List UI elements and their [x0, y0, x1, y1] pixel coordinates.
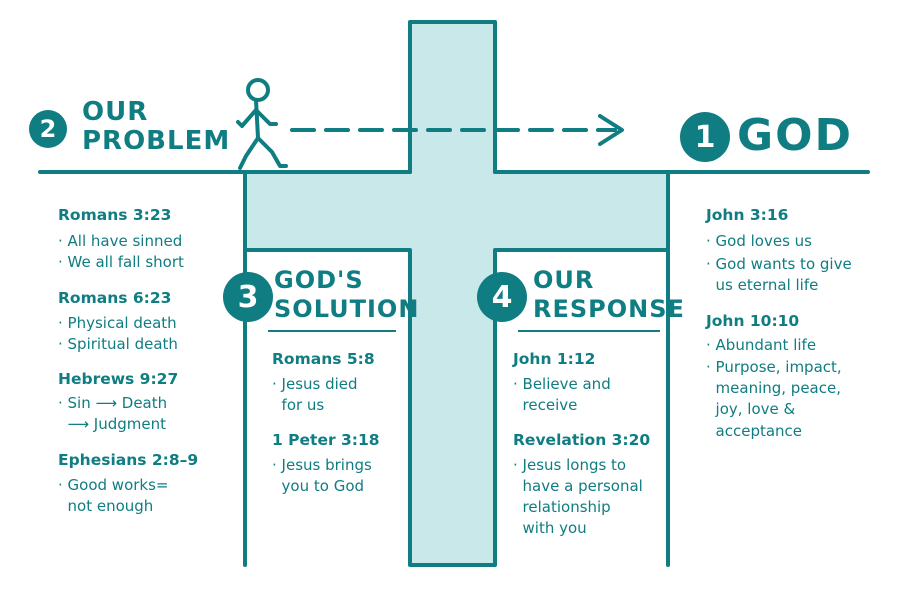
verse-point: meaning, peace,: [706, 379, 841, 397]
verse-point: · Physical death: [58, 314, 177, 332]
verse-ref: Romans 5:8: [272, 350, 375, 368]
verse-point: receive: [513, 396, 578, 414]
verse-point: · Believe and: [513, 375, 611, 393]
section-number-badge-problem: 2: [29, 110, 67, 148]
section-number-badge-response: 4: [477, 272, 527, 322]
problem-title-line1: OUR: [82, 97, 149, 127]
section-number-badge-solution: 3: [223, 272, 273, 322]
verse-point: you to God: [272, 477, 365, 495]
verse-point: acceptance: [706, 422, 803, 440]
verse-point: have a personal: [513, 477, 643, 495]
arrow-head: [598, 114, 624, 146]
god-title: GOD: [737, 110, 854, 161]
verse-ref: Romans 6:23: [58, 289, 172, 307]
verse-point: relationship: [513, 498, 611, 516]
verse-point: joy, love &: [706, 400, 796, 418]
response-underline: [518, 330, 660, 332]
verse-point: · Jesus brings: [272, 456, 372, 474]
verse-point: · Purpose, impact,: [706, 358, 842, 376]
solution-underline: [268, 330, 396, 332]
response-title-line1: OUR: [533, 266, 595, 294]
verse-point: · All have sinned: [58, 232, 183, 250]
stick-figure: [236, 78, 288, 170]
verse-point: · Jesus longs to: [513, 456, 627, 474]
verse-point: · God loves us: [706, 232, 812, 250]
verse-ref: Ephesians 2:8–9: [58, 451, 199, 469]
verse-point: with you: [513, 519, 587, 537]
verse-ref: Romans 3:23: [58, 206, 172, 224]
verse-point: not enough: [58, 497, 154, 515]
verse-point: · Jesus died: [272, 375, 358, 393]
verse-point: · Sin ⟶ Death: [58, 394, 168, 412]
solution-title-line1: GOD'S: [274, 266, 364, 294]
verse-point: ⟶ Judgment: [58, 415, 167, 433]
verse-ref: Hebrews 9:27: [58, 370, 179, 388]
verse-ref: John 3:16: [706, 206, 789, 224]
solution-title-line2: SOLUTION: [274, 295, 420, 323]
verse-ref: 1 Peter 3:18: [272, 431, 380, 449]
verse-point: · Spiritual death: [58, 335, 178, 353]
problem-title-line2: PROBLEM: [82, 126, 231, 156]
verse-ref: John 1:12: [513, 350, 596, 368]
response-title-line2: RESPONSE: [533, 295, 685, 323]
verse-point: for us: [272, 396, 325, 414]
verse-point: · Good works=: [58, 476, 169, 494]
verse-ref: John 10:10: [706, 312, 800, 330]
verse-point: us eternal life: [706, 276, 819, 294]
verse-ref: Revelation 3:20: [513, 431, 651, 449]
verse-point: · Abundant life: [706, 336, 817, 354]
verse-point: · We all fall short: [58, 253, 184, 271]
section-number-badge-god: 1: [680, 112, 730, 162]
verse-point: · God wants to give: [706, 255, 852, 273]
